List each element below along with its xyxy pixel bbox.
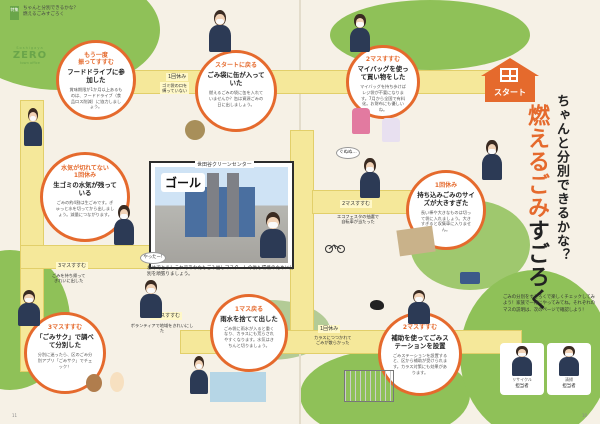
board-square-can-in-bag: スタートに戻る ごみ袋に缶が入っていた 燃えるごみの袋に缶を入れていませんか？缶… (195, 50, 277, 132)
staff-figure (255, 212, 291, 258)
goal-caption: おめでとう！これであなたもごみ出しマスター！今後も環境のために分別を頑張りましょ… (147, 266, 294, 278)
board-path (290, 130, 314, 352)
square-body: 長い棒や大きなものは切って袋に入れましょう。大きすぎると収集車に入りません。 (420, 210, 472, 233)
square-tag: 3マスすすむ (56, 262, 89, 270)
square-action: スタートに戻る (214, 62, 257, 70)
staff-card: 清掃 担当者 (547, 343, 591, 395)
wooden-board-icon (396, 225, 436, 257)
plastic-bag-icon (382, 118, 400, 142)
square-action: もう一度 振ってすすむ (78, 51, 114, 67)
staff-figure (205, 10, 235, 52)
can-icon (185, 120, 205, 140)
square-body: ごみステーションを設置すると、区から補助が受けられます。カラス対策にも効果があり… (392, 352, 448, 375)
staff-figure (110, 205, 138, 245)
speech-bubble: ぐぬぬ… (336, 147, 360, 159)
square-body: マイバッグを持ち歩けばレジ袋が不要になります。7月から全国で有料化。お財布にも優… (360, 84, 406, 113)
bicycle-icon (325, 238, 345, 253)
square-action: 2マスすすむ (365, 56, 401, 64)
board-path (20, 245, 162, 269)
square-action: 1回休み (434, 181, 458, 189)
staff-role: リサイクル (512, 377, 532, 382)
staff-figure (186, 356, 212, 394)
square-tag: ごみを持ち帰って きれいに出した (52, 273, 86, 284)
zero-logo: Soshigaya ZERO town office (12, 46, 48, 65)
staff-photo (508, 346, 536, 376)
square-title: 「ごみサク」で調べて分別した (36, 333, 94, 350)
garbage-truck-icon (460, 272, 480, 284)
square-title: 補助を使ってごみステーションを設置 (391, 333, 449, 350)
staff-role: 清掃 (565, 377, 573, 382)
plastic-bag-icon (352, 108, 370, 134)
square-tag: ボランティアで地域をきれいにした (130, 323, 194, 334)
map-photo-icon (210, 372, 266, 402)
board-square-rainwater: 1マス戻る 雨水を捨てて出した ごみ袋に雨水が入ると重くなり、カラスにも荒らされ… (210, 294, 288, 372)
square-title: 雨水を捨てて出した (220, 314, 278, 323)
board-square-wet-garbage: 水気が切れてない 1回休み 生ゴミの水気が残っている ごみの約4割は生ごみです。… (40, 152, 130, 242)
mascot-bear-icon (86, 374, 102, 392)
start-house: スタート (481, 58, 539, 102)
page-number-right: 10 (582, 413, 588, 418)
square-action: 1マス戻る (234, 305, 264, 313)
staff-figure (346, 14, 374, 52)
staff-figure (404, 290, 434, 324)
square-tag: 1回休み (166, 73, 189, 81)
staff-photo (555, 346, 583, 376)
page-number-left: 11 (12, 413, 18, 418)
square-body: ごみ袋に雨水が入ると重くなり、カラスにも荒らされやすくなります。水気はきちんと切… (223, 325, 275, 348)
square-tag: カラスにつつかれて ごみが散らかった (314, 335, 352, 346)
speech-bubble: やったー! (140, 252, 166, 264)
title-line1: ちゃんと分別できるかな？ (554, 94, 569, 262)
start-label: スタート (494, 88, 526, 97)
square-tag: ゴミ袋の口を 縛っていない (160, 82, 190, 95)
goal-panel: ゴール 世田谷クリーンセンター (149, 161, 294, 269)
intro-text: ごみの分別をすごろくで楽しくチェックしてみよう！家族で一緒にやってみてね。それぞ… (503, 295, 595, 313)
staff-figure (14, 290, 44, 326)
header-line2: 燃えるごみすごろく (23, 12, 65, 18)
square-tag: 1マスすすむ (150, 312, 183, 320)
square-tag: エコフェスタの抽選で 自転車が当たった (337, 214, 379, 225)
mascot-rabbit-icon (110, 372, 124, 392)
square-tag: 2マスすすむ (340, 200, 373, 208)
staff-name: 担当者 (562, 384, 576, 389)
staff-card: リサイクル 担当者 (500, 343, 544, 395)
staff-figure (136, 280, 166, 318)
board-square-my-bag: 2マスすすむ マイバッグを使って買い物をした マイバッグを持ち歩けばレジ袋が不要… (346, 45, 420, 119)
square-body: ごみの約4割は生ごみです。ぎゅっと水を切ってから出しましょう。減量につながります… (55, 200, 115, 217)
garbage-station-icon (344, 370, 394, 402)
goal-badge: ゴール (161, 173, 206, 192)
square-body: 燃えるごみの袋に缶を入れていませんか？缶は資源ごみの日に出しましょう。 (208, 90, 264, 107)
square-tag: 1回休み (318, 325, 341, 333)
goal-place: 世田谷クリーンセンター (195, 161, 254, 168)
section-badge: 特集 (10, 6, 19, 20)
square-title: マイバッグを使って買い物をした (357, 65, 409, 82)
window-icon (500, 68, 518, 82)
staff-name: 担当者 (515, 384, 529, 389)
staff-figure (356, 158, 384, 198)
board-square-food-drive: もう一度 振ってすすむ フードドライブに参加した 賞味期限が1か月以上あるものは… (56, 40, 136, 120)
staff-figure (478, 140, 506, 180)
square-body: 分別に迷ったら、区のごみ分別アプリ「ごみサク」でチェック！ (37, 352, 93, 369)
crow-icon (370, 300, 384, 310)
title-line2: 燃えるごみすごろく (524, 104, 549, 311)
square-action: 水気が切れてない 1回休み (61, 165, 109, 180)
header-line1: ちゃんと分別できるかな？ (23, 6, 79, 11)
square-title: 持ち込みごみのサイズが大きすぎた (417, 191, 475, 208)
square-title: ごみ袋に缶が入っていた (207, 71, 265, 88)
square-action: 2マスすすむ (402, 324, 438, 332)
square-title: 生ゴミの水気が残っている (53, 181, 117, 198)
square-body: 賞味期限が1か月以上あるものは、フードドライブ（食品ロス削減）に協力しましょう。 (69, 87, 123, 110)
square-action: 3マスすすむ (47, 324, 83, 332)
square-title: フードドライブに参加した (67, 68, 125, 85)
staff-figure (20, 108, 46, 146)
